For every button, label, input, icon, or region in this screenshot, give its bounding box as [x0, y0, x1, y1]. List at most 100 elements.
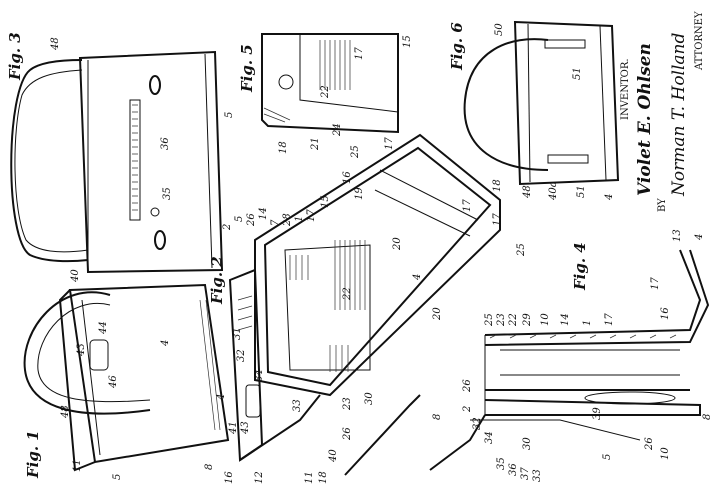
ref-numeral: 30 — [522, 437, 533, 450]
figure-1-bag — [23, 283, 230, 472]
ref-numeral: 18 — [278, 141, 289, 154]
ref-numeral: 26 — [462, 379, 473, 393]
ref-numeral: 10 — [540, 313, 551, 326]
ref-numeral: 17 — [650, 277, 661, 290]
ref-numeral: 8 — [204, 464, 215, 470]
ref-numeral: 17 — [306, 209, 317, 222]
ref-numeral: 46 — [108, 375, 119, 389]
ref-numeral: 23 — [496, 313, 507, 327]
ref-numeral: 15 — [402, 35, 413, 48]
ref-numeral: 8 — [432, 414, 443, 420]
ref-numeral: 40 — [328, 449, 339, 463]
ref-numeral: 26 — [342, 427, 353, 441]
figure-5-label: Fig. 5 — [238, 44, 256, 93]
ref-numeral: 8 — [702, 414, 713, 420]
ref-numeral: 37 — [520, 467, 531, 480]
ref-numeral: 36 — [160, 137, 171, 150]
ref-numeral: 34 — [254, 369, 265, 382]
figure-2-open-case — [228, 133, 501, 476]
ref-numeral: 39 — [592, 407, 603, 420]
ref-numeral: 4 — [694, 234, 705, 241]
ref-numeral: 30 — [364, 392, 375, 405]
figure-2-label: Fig. 2 — [208, 256, 226, 305]
ref-numeral: 1 — [294, 216, 305, 222]
figure-5-pouch — [261, 33, 399, 134]
ref-numeral: 18 — [318, 471, 329, 484]
ref-numeral: 43 — [240, 421, 251, 435]
figure-4-label: Fig. 4 — [571, 242, 589, 291]
ref-numeral: 35 — [496, 457, 507, 470]
ref-numeral: 25 — [484, 313, 495, 327]
ref-numeral: 16 — [342, 171, 353, 184]
figure-3-label: Fig. 3 — [6, 32, 24, 81]
ref-numeral: 32 — [472, 417, 483, 430]
ref-numeral: 12 — [254, 471, 265, 484]
ref-numeral: 48 — [50, 37, 61, 51]
figure-4-numerals: 13 4 17 16 1 17 14 10 29 22 23 25 26 2 3… — [462, 229, 713, 482]
ref-numeral: 26 — [644, 437, 655, 451]
ref-numeral: 23 — [342, 397, 353, 411]
ref-numeral: 14 — [258, 207, 269, 220]
ref-numeral: 11 — [304, 471, 315, 484]
ref-numeral: 20 — [392, 237, 403, 251]
ref-numeral: 22 — [508, 313, 519, 327]
inventor-label: INVENTOR. — [620, 58, 631, 120]
ref-numeral: 10 — [660, 447, 671, 460]
ref-numeral: 43 — [76, 343, 87, 357]
ref-numeral: 24 — [332, 123, 343, 137]
ref-numeral: 32 — [236, 349, 247, 362]
ref-numeral: 51 — [572, 67, 583, 80]
ref-numeral: 33 — [292, 399, 303, 412]
inventor-name: Violet E. Ohlsen — [635, 43, 655, 196]
ref-numeral: 18 — [492, 179, 503, 192]
ref-numeral: 4 — [160, 340, 171, 347]
ref-numeral: 16 — [660, 307, 671, 320]
figure-3-bag — [10, 50, 224, 274]
ref-numeral: 48 — [522, 185, 533, 199]
ref-numeral: 21 — [310, 137, 321, 151]
ref-numeral: 40a — [548, 181, 559, 201]
ref-numeral: 15 — [320, 195, 331, 208]
ref-numeral: 5 — [234, 216, 245, 222]
figure-2-numerals: 2 5 26 14 7 28 1 17 15 17 19 16 18 17 20… — [222, 137, 527, 484]
ref-numeral: 22 — [320, 85, 331, 99]
ref-numeral: 5 — [602, 454, 613, 460]
ref-numeral: 14 — [560, 313, 571, 326]
figure-6-label: Fig. 6 — [448, 22, 466, 71]
ref-numeral: 2 — [222, 224, 233, 231]
ref-numeral: 25 — [350, 145, 361, 159]
ref-numeral: 17 — [354, 47, 365, 60]
ref-numeral: 1 — [582, 320, 593, 326]
ref-numeral: 4 — [216, 394, 227, 401]
ref-numeral: 22 — [342, 287, 353, 301]
ref-numeral: 35 — [162, 187, 173, 200]
ref-numeral: 4 — [412, 274, 423, 281]
ref-numeral: 48 — [60, 405, 71, 419]
ref-numeral: 33 — [532, 469, 543, 482]
ref-numeral: 41 — [228, 421, 239, 435]
ref-numeral: 17 — [462, 199, 473, 212]
attorney-label: ATTORNEY — [694, 11, 705, 71]
ref-numeral: 5 — [112, 474, 123, 480]
figure-4-section-view — [429, 249, 710, 471]
ref-numeral: 20 — [432, 307, 443, 321]
ref-numeral: 44 — [98, 321, 109, 335]
ref-numeral: 11 — [72, 459, 83, 472]
ref-numeral: 34 — [484, 431, 495, 444]
ref-numeral: 17 — [384, 137, 395, 150]
ref-numeral: 16 — [224, 471, 235, 484]
ref-numeral: 31 — [232, 327, 243, 340]
ref-numeral: 19 — [354, 187, 365, 200]
attorney-signature: Norman T. Holland — [669, 32, 689, 197]
ref-numeral: 36 — [508, 463, 519, 476]
ref-numeral: 17 — [604, 313, 615, 326]
ref-numeral: 28 — [282, 213, 293, 227]
ref-numeral: 5 — [224, 112, 235, 118]
ref-numeral: 26 — [246, 213, 257, 227]
ref-numeral: 51 — [576, 185, 587, 198]
ref-numeral: 13 — [672, 229, 683, 242]
by-label: BY — [657, 198, 668, 212]
ref-numeral: 17 — [492, 213, 503, 226]
figure-1-label: Fig. 1 — [24, 430, 42, 479]
